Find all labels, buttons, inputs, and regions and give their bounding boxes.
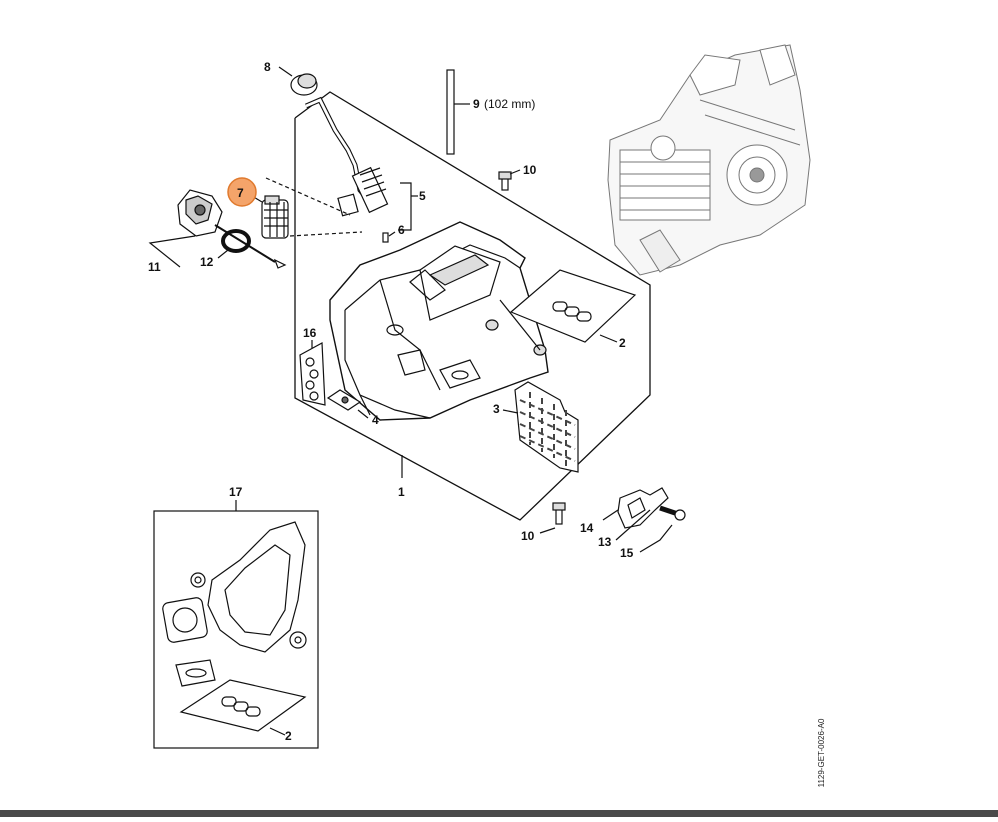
callout-15[interactable]: 15 [620,546,634,560]
highlight-marker [227,177,257,207]
document-code: 1129-GET-0026-A0 [817,718,826,788]
part-6-screw [382,231,396,243]
bottom-bar [0,810,998,817]
part-2-gasket-top [509,269,637,343]
part-5-oil-hose [305,96,418,231]
callout-10-top[interactable]: 10 [523,163,537,177]
callout-2-top[interactable]: 2 [619,336,626,350]
part-4-pad [326,389,369,419]
callout-2-bottom[interactable]: 2 [285,729,292,743]
part-3-shield [502,381,579,473]
callout-9-note: (102 mm) [484,97,535,111]
callout-1[interactable]: 1 [398,485,405,499]
part-1-housing [329,221,549,421]
callout-5[interactable]: 5 [419,189,426,203]
engine-illustration [607,44,811,276]
callout-12[interactable]: 12 [200,255,214,269]
part-7-filter [251,177,363,239]
part-9-rod [446,69,470,155]
callout-6[interactable]: 6 [398,223,405,237]
callout-3[interactable]: 3 [493,402,500,416]
callout-8[interactable]: 8 [264,60,271,74]
part-16-label [299,340,326,406]
part-14-bracket [602,487,669,541]
callout-14[interactable]: 14 [580,521,594,535]
part-10-screw-top [498,169,521,191]
callout-13[interactable]: 13 [598,535,612,549]
part-12-o-ring [217,229,251,259]
callout-9[interactable]: 9 [473,97,480,111]
part-17-gasket-kit [153,500,319,749]
callout-11[interactable]: 11 [148,260,161,274]
callout-16[interactable]: 16 [303,326,317,340]
part-15-screw [639,505,686,553]
callout-4[interactable]: 4 [372,413,379,427]
part-8-cap [278,66,318,96]
callout-17[interactable]: 17 [229,485,243,499]
main-assembly-frame [294,91,651,521]
part-11-pump [148,189,287,269]
callout-10-bottom[interactable]: 10 [521,529,535,543]
part-10-screw-bottom [539,502,566,534]
callout-7[interactable]: 7 [237,186,244,200]
